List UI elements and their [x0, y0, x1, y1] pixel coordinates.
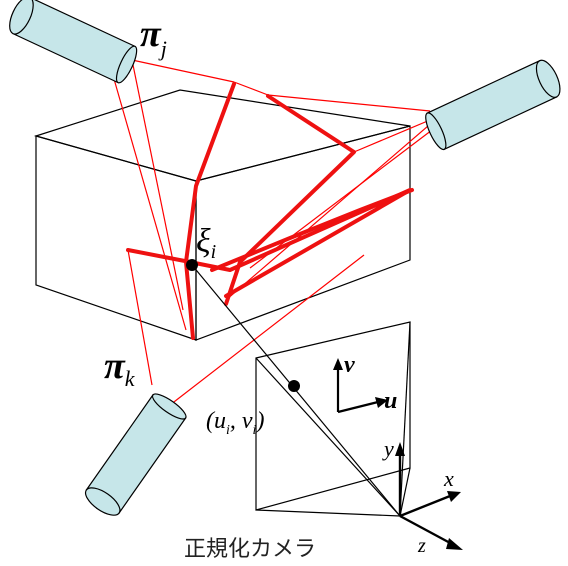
ray-r-1: [267, 94, 431, 112]
frustum-edge-2: [399, 321, 411, 517]
projector-k-lens: [151, 393, 187, 420]
axis-x-line: [399, 494, 451, 518]
axis-u-arrow: [375, 397, 388, 408]
image-plane: [255, 321, 411, 511]
projector-right-lens: [425, 112, 447, 151]
axis-y-arrow: [395, 442, 405, 456]
projection-rays: [111, 59, 433, 406]
ray-j-3: [111, 71, 187, 331]
label-axis-z: z: [417, 535, 426, 557]
label-pi-j-sub: j: [158, 36, 167, 61]
label-axis-u: u: [384, 388, 397, 414]
cube-front-face: [35, 135, 197, 341]
projector-k-cap: [84, 487, 121, 516]
frustum-edge-1: [255, 357, 401, 517]
label-pi-k: πk: [104, 345, 136, 391]
ray-k-2: [127, 249, 153, 386]
ray-j-2: [131, 59, 184, 311]
label-image-coord-sub1: i: [226, 423, 230, 438]
ray-r-2: [353, 119, 431, 153]
labels: πj πk ξi (ui, vi) v u y x z 正規化カメラ: [104, 13, 454, 562]
label-xi-sub: i: [211, 241, 217, 263]
axis-x-arrow: [447, 491, 461, 502]
ray-j-1: [131, 59, 235, 83]
stripe-3: [126, 188, 412, 298]
image-axes: [333, 358, 388, 414]
ray-j-4: [233, 81, 269, 96]
projector-right: [425, 59, 561, 151]
stripe-1: [184, 82, 236, 340]
projected-pattern: [126, 82, 414, 340]
label-pi-k-sub: k: [125, 366, 136, 391]
stripe-2: [224, 94, 356, 306]
ray-r-4: [249, 129, 433, 269]
axis-v-arrow: [333, 358, 343, 370]
label-image-coord: (ui, vi): [206, 408, 264, 438]
label-axis-v: v: [344, 352, 355, 378]
axis-z-line: [399, 514, 453, 546]
camera-frustum: [255, 321, 411, 517]
label-pi-j: πj: [140, 13, 167, 61]
camera-axes: [395, 442, 463, 550]
stripe-4: [210, 188, 414, 272]
label-image-coord-sub2: i: [253, 423, 257, 438]
label-axis-x: x: [443, 466, 454, 491]
point-xi: [186, 259, 198, 271]
projector-right-cap: [535, 59, 561, 98]
label-xi: ξi: [196, 223, 216, 263]
points: [186, 259, 300, 392]
projector-k: [84, 393, 187, 516]
label-axis-y: y: [382, 436, 394, 461]
projector-j: [9, 0, 138, 84]
projector-j-cap: [9, 0, 34, 35]
axis-u-line: [337, 400, 379, 414]
ray-r-3: [225, 125, 429, 301]
frustum-edge-4: [399, 467, 411, 517]
frustum-edge-3: [255, 509, 401, 517]
ray-k-1: [169, 254, 365, 406]
projector-j-lens: [115, 45, 138, 84]
point-image: [288, 380, 300, 392]
caption-normalized-camera: 正規化カメラ: [184, 537, 316, 562]
axis-z-arrow: [446, 538, 463, 550]
